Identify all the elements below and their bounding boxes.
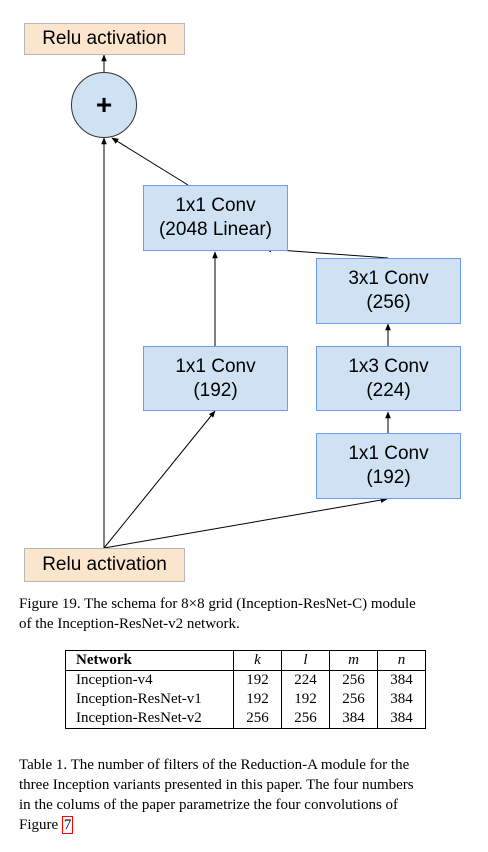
conv-r-top-line2: (256) bbox=[366, 292, 411, 313]
table-cell-m: 256 bbox=[329, 690, 378, 709]
table-caption-line1: Table 1. The number of filters of the Re… bbox=[19, 757, 410, 773]
table-cell-m: 256 bbox=[329, 670, 378, 690]
table-header-m: m bbox=[329, 650, 378, 671]
conv-r-mid-line2: (224) bbox=[366, 379, 411, 401]
table-cell-k: 192 bbox=[233, 670, 282, 690]
conv-1x1-linear-box: 1x1 Conv (2048 Linear) bbox=[143, 185, 288, 251]
table-cell-l: 192 bbox=[281, 690, 330, 709]
table-cell-m: 384 bbox=[329, 709, 378, 729]
arrow-relu-to-right-bot bbox=[103, 497, 388, 549]
conv-r-bot-line1: 1x1 Conv bbox=[348, 443, 429, 464]
table-caption-line4: Figure 7 bbox=[19, 815, 474, 835]
conv-1x3-box: 1x3 Conv (224) bbox=[316, 346, 461, 411]
figure-caption: Figure 19. The schema for 8×8 grid (Ince… bbox=[19, 594, 474, 634]
filters-table: Network k l m n Inception-v4 192 224 256… bbox=[65, 650, 426, 729]
figure-caption-line1: Figure 19. The schema for 8×8 grid (Ince… bbox=[19, 596, 416, 612]
table-caption: Table 1. The number of filters of the Re… bbox=[19, 755, 474, 835]
conv-r-mid-line1: 1x3 Conv bbox=[348, 355, 429, 377]
table-cell-l: 256 bbox=[281, 709, 330, 729]
table-row: Inception-ResNet-v1 192 192 256 384 bbox=[65, 690, 426, 709]
arrow-relu-to-left-conv bbox=[103, 410, 216, 549]
conv-linear-line1: 1x1 Conv bbox=[175, 195, 256, 216]
table-header-row: Network k l m n bbox=[65, 650, 426, 671]
table-header-l: l bbox=[281, 650, 330, 671]
conv-3x1-box: 3x1 Conv (256) bbox=[316, 258, 461, 324]
addition-node: + bbox=[71, 72, 137, 138]
conv-1x1-left-box: 1x1 Conv (192) bbox=[143, 346, 288, 411]
conv-1x1-right-box: 1x1 Conv (192) bbox=[316, 433, 461, 499]
table-caption-line3: in the colums of the paper parametrize t… bbox=[19, 797, 399, 813]
table-caption-figure-word: Figure bbox=[19, 817, 59, 833]
table-header-n: n bbox=[377, 650, 426, 671]
arrow-linear-to-plus bbox=[111, 137, 189, 186]
table-header-k: k bbox=[233, 650, 282, 671]
conv-left-line2: (192) bbox=[193, 379, 238, 401]
table-cell-network: Inception-ResNet-v2 bbox=[65, 709, 234, 729]
table-cell-n: 384 bbox=[377, 709, 426, 729]
relu-top-label: Relu activation bbox=[42, 28, 167, 49]
conv-r-top-line1: 3x1 Conv bbox=[348, 268, 429, 289]
conv-linear-line2: (2048 Linear) bbox=[158, 219, 273, 240]
table-header-network: Network bbox=[65, 650, 234, 671]
table-cell-network: Inception-v4 bbox=[65, 670, 234, 690]
figure-caption-line2: of the Inception-ResNet-v2 network. bbox=[19, 616, 240, 632]
table-caption-line2: three Inception variants presented in th… bbox=[19, 777, 414, 793]
plus-icon: + bbox=[95, 89, 113, 120]
figure-reference-link[interactable]: 7 bbox=[61, 816, 74, 834]
table-cell-k: 192 bbox=[233, 690, 282, 709]
table-cell-l: 224 bbox=[281, 670, 330, 690]
table-cell-network: Inception-ResNet-v1 bbox=[65, 690, 234, 709]
table-cell-n: 384 bbox=[377, 670, 426, 690]
table-cell-k: 256 bbox=[233, 709, 282, 729]
relu-activation-bottom: Relu activation bbox=[24, 548, 185, 582]
relu-bottom-label: Relu activation bbox=[42, 554, 167, 575]
conv-left-line1: 1x1 Conv bbox=[175, 355, 256, 377]
relu-activation-top: Relu activation bbox=[24, 23, 185, 55]
table-cell-n: 384 bbox=[377, 690, 426, 709]
table-row: Inception-ResNet-v2 256 256 384 384 bbox=[65, 709, 426, 729]
conv-r-bot-line2: (192) bbox=[366, 467, 411, 488]
table-row: Inception-v4 192 224 256 384 bbox=[65, 670, 426, 690]
